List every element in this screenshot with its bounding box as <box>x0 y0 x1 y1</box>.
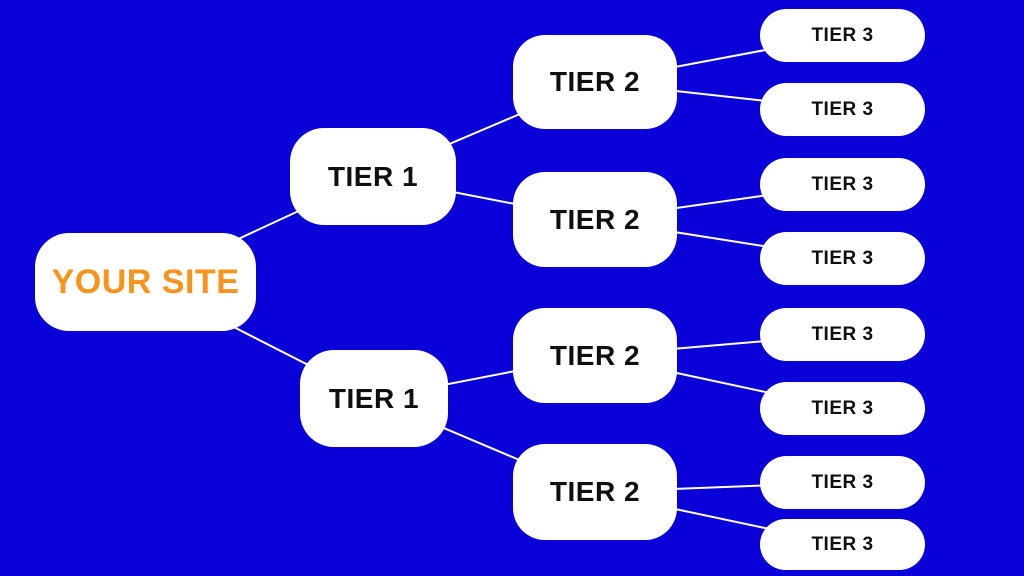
node-tier3-5: TIER 3 <box>760 308 925 361</box>
node-label-tier3-2: TIER 3 <box>811 99 874 120</box>
node-tier2-1: TIER 2 <box>513 35 677 129</box>
node-tier2-4: TIER 2 <box>513 444 677 540</box>
node-tier3-8: TIER 3 <box>760 519 925 570</box>
node-label-tier3-4: TIER 3 <box>811 248 874 269</box>
node-tier3-4: TIER 3 <box>760 232 925 285</box>
node-tier1-top: TIER 1 <box>290 128 456 225</box>
node-tier3-7: TIER 3 <box>760 456 925 509</box>
node-label-tier2-2: TIER 2 <box>549 203 641 235</box>
node-label-tier3-5: TIER 3 <box>811 324 874 345</box>
node-tier3-6: TIER 3 <box>760 382 925 435</box>
node-tier3-3: TIER 3 <box>760 158 925 211</box>
node-label-tier1-bottom: TIER 1 <box>328 382 420 414</box>
node-tier3-2: TIER 3 <box>760 83 925 136</box>
node-label-tier3-1: TIER 3 <box>811 25 874 46</box>
node-label-tier3-3: TIER 3 <box>811 174 874 195</box>
node-tier1-bottom: TIER 1 <box>300 350 448 447</box>
node-tier2-3: TIER 2 <box>513 308 677 403</box>
node-label-tier3-6: TIER 3 <box>811 398 874 419</box>
node-label-tier3-7: TIER 3 <box>811 472 874 493</box>
node-tier3-1: TIER 3 <box>760 9 925 62</box>
node-label-tier2-3: TIER 2 <box>549 339 641 371</box>
node-label-tier1-top: TIER 1 <box>327 160 419 192</box>
node-label-tier2-4: TIER 2 <box>549 476 641 507</box>
node-label-your-site: YOUR SITE <box>51 263 240 301</box>
node-tier2-2: TIER 2 <box>513 172 677 267</box>
node-your-site: YOUR SITE <box>35 233 256 331</box>
node-label-tier3-8: TIER 3 <box>811 534 874 555</box>
node-label-tier2-1: TIER 2 <box>549 66 641 97</box>
